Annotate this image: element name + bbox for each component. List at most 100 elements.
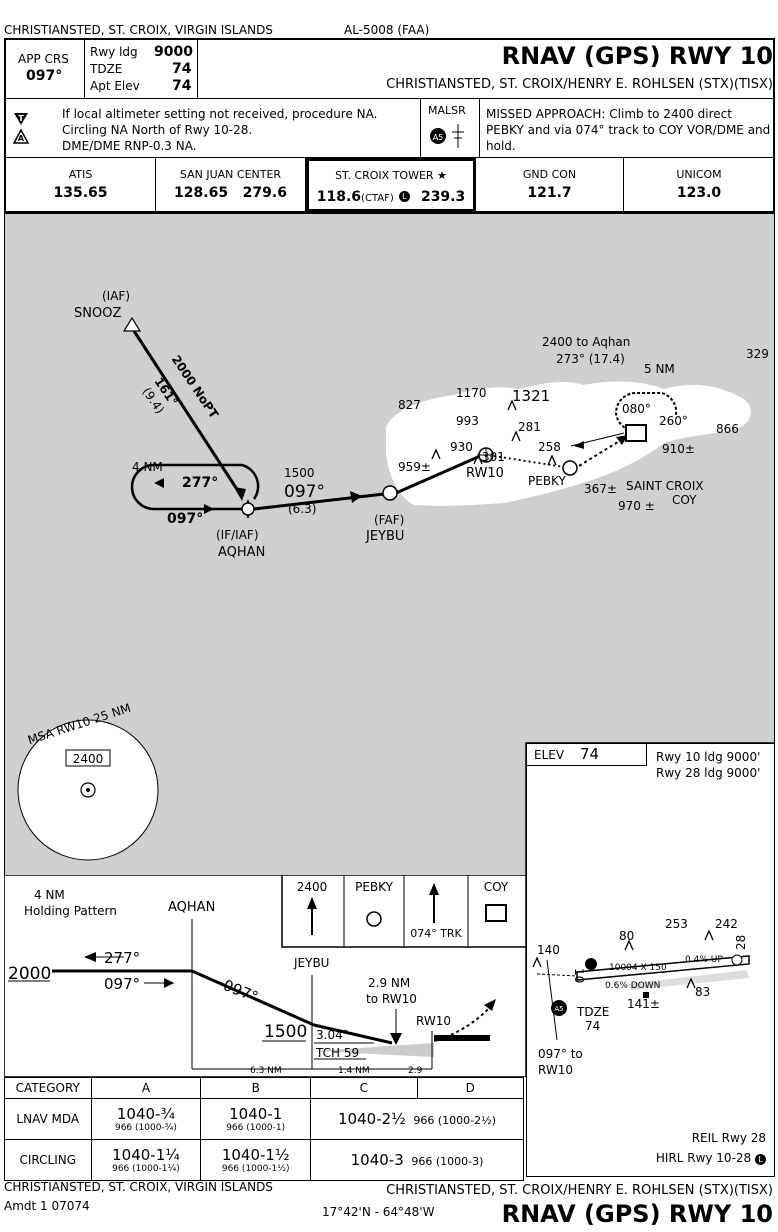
min-lnav-b: 1040-1 — [229, 1105, 283, 1123]
aqhan-label: AQHAN — [218, 545, 265, 560]
divider-2 — [6, 157, 774, 158]
comm-atis: ATIS 135.65 — [6, 158, 156, 212]
hirl-note: HIRL Rwy 10-28 L — [656, 1152, 766, 1165]
min-circ-label: CIRCLING — [4, 1139, 92, 1181]
spot-301: 301 — [482, 450, 505, 464]
app-crs-value: 097° — [26, 68, 63, 84]
comm-tower-freq: 118.6 — [316, 189, 362, 205]
min-circ-a2: 966 (1000-1¼) — [112, 1164, 180, 1174]
to-aqhan: 2400 to Aqhan — [542, 335, 630, 349]
note-2: Circling NA North of Rwy 10-28. — [62, 123, 253, 137]
faf-label: (FAF) — [374, 513, 404, 527]
rwy10-ldg: Rwy 10 ldg 9000' — [656, 750, 761, 764]
doc-id: AL-5008 (FAA) — [344, 23, 430, 37]
spot-970: 970 ± — [618, 499, 655, 513]
ma-coy: COY — [484, 880, 509, 894]
taxiway — [627, 970, 749, 990]
comm-center: SAN JUAN CENTER 128.65 279.6 — [156, 158, 306, 212]
seg-crs: 097° — [284, 482, 325, 502]
hirl-text: HIRL Rwy 10-28 — [655, 1151, 752, 1165]
prof-1500: 1500 — [264, 1022, 307, 1042]
comm-ground-name: GND CON — [522, 168, 577, 181]
min-lnav-a2: 966 (1000-¾) — [114, 1123, 177, 1133]
rwy-info-cell — [84, 40, 198, 98]
min-circ-b: 1040-1½ — [221, 1146, 290, 1164]
prof-gs: 3.04° — [316, 1028, 349, 1042]
aqhan-fix — [238, 499, 258, 519]
prof-d3: 2.9 — [408, 1066, 423, 1076]
comm-center-freq: 128.65 279.6 — [174, 185, 287, 201]
pebky-fix — [562, 460, 578, 476]
hold-out: 097° — [167, 511, 203, 527]
prof-hold-2: Holding Pattern — [24, 904, 117, 918]
min-circ-cd2: 966 (1000-3) — [411, 1155, 484, 1168]
prof-d2: 1.4 NM — [338, 1066, 370, 1076]
comm-unicom: UNICOM 123.0 — [624, 158, 774, 212]
ad-crs2: RW10 — [538, 1063, 573, 1077]
hirl-pcl-icon: L — [755, 1154, 766, 1165]
spot-959: 959± — [398, 460, 431, 474]
comm-ground-freq: 121.7 — [527, 185, 572, 201]
if-iaf-label: (IF/IAF) — [216, 528, 259, 542]
spot-258: 258 — [538, 440, 561, 454]
app-crs-cell — [6, 40, 85, 98]
prof-2p9a: 2.9 NM — [368, 976, 410, 990]
min-hdr-cat: CATEGORY — [4, 1077, 92, 1099]
spot-930: 930 — [450, 440, 473, 454]
elev-value: 74 — [580, 745, 600, 763]
airport-name: CHRISTIANSTED, ST. CROIX/HENRY E. ROHLSE… — [386, 77, 773, 92]
coy-label: COY — [672, 493, 697, 507]
prof-in-crs: 277° — [104, 949, 140, 967]
profile-view: 2400 PEBKY 074° TRK COY 4 NM Holding Pat… — [4, 875, 526, 1077]
reil-note: REIL Rwy 28 — [691, 1131, 766, 1145]
hold-in: 277° — [182, 475, 218, 491]
spot-83: 83 — [695, 985, 710, 999]
five-nm: 5 NM — [644, 362, 675, 376]
apt-elev-label: Apt Elev — [90, 79, 140, 93]
spot-367: 367± — [584, 482, 617, 496]
snooz-fix — [122, 316, 142, 332]
rwy28-ldg: Rwy 28 ldg 9000' — [656, 766, 761, 780]
malsr-cell — [420, 99, 480, 157]
footer-coords: 17°42'N - 64°48'W — [322, 1205, 435, 1219]
seg-dist: (6.3) — [288, 502, 316, 516]
note-1: If local altimeter setting not received,… — [62, 107, 378, 121]
hold2-260: 260° — [659, 414, 688, 428]
header-location: CHRISTIANSTED, ST. CROIX, VIRGIN ISLANDS — [4, 23, 273, 37]
spot-80: 80 — [619, 929, 634, 943]
rwy-ldg-label: Rwy ldg — [90, 45, 138, 59]
min-hdr-b: B — [200, 1077, 312, 1099]
prof-2p9b: to RW10 — [366, 992, 417, 1006]
comm-ground: GND CON 121.7 — [476, 158, 624, 212]
runway — [576, 955, 750, 981]
note-3: DME/DME RNP-0.3 NA. — [62, 139, 197, 153]
spot-910: 910± — [662, 442, 695, 456]
rwy-ldg-value: 9000 — [154, 44, 193, 60]
ad-crs: 097° to — [538, 1047, 583, 1061]
iaf-label: (IAF) — [102, 289, 130, 303]
pebky-label: PEBKY — [528, 474, 566, 488]
elev-label: ELEV — [534, 748, 565, 762]
svg-text:A5: A5 — [433, 133, 444, 142]
tdze-ad-value: 74 — [585, 1019, 600, 1033]
spot-827: 827 — [398, 398, 421, 412]
ma-alt: 2400 — [297, 880, 328, 894]
malsr-icon: A5 — [430, 124, 464, 148]
comm-unicom-name: UNICOM — [676, 168, 722, 181]
rw10-label: RW10 — [466, 466, 504, 481]
footer-title: RNAV (GPS) RWY 10 — [501, 1200, 773, 1228]
grad-up: 0.4% UP — [685, 955, 723, 965]
island-shape — [386, 381, 751, 506]
min-lnav-label: LNAV MDA — [4, 1098, 92, 1140]
coy-hold — [614, 392, 678, 432]
min-hdr-a: A — [90, 1077, 202, 1099]
hold-dist: 4 NM — [132, 460, 163, 474]
spot-281: 281 — [518, 420, 541, 434]
snooz-label: SNOOZ — [74, 306, 121, 321]
comm-tower-name: ST. CROIX TOWER ★ — [335, 169, 447, 182]
spot-993: 993 — [456, 414, 479, 428]
to-aqhan-crs: 273° (17.4) — [556, 352, 625, 366]
